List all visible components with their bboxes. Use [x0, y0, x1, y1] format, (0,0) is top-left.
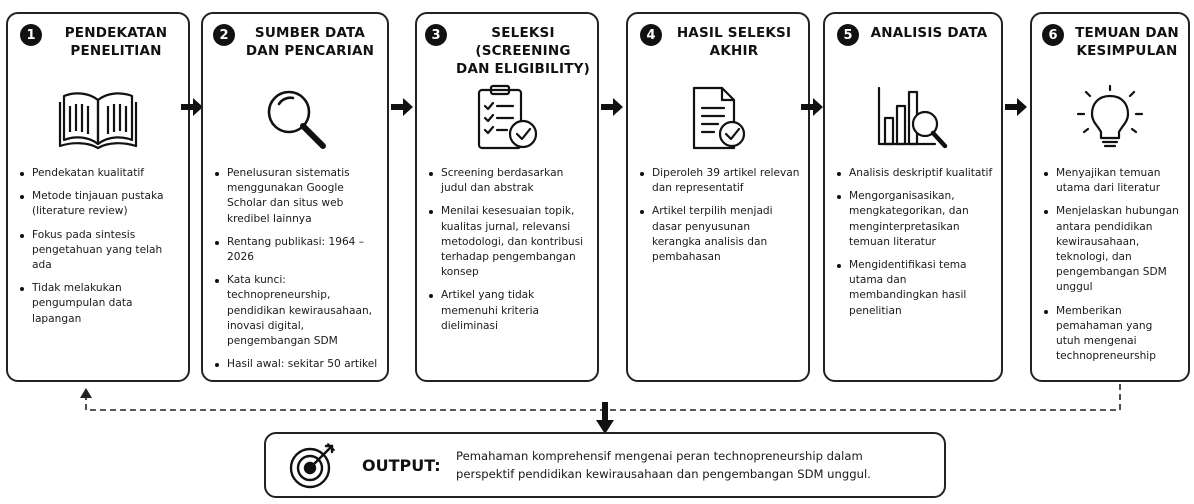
step-card-5: 5 ANALISIS DATA Analisis deskriptif kual…: [823, 12, 1003, 382]
output-label: OUTPUT:: [362, 456, 441, 475]
chart-magnifier-icon: [877, 86, 948, 149]
step-item-list: Penelusuran sistematis menggunakan Googl…: [215, 166, 379, 380]
step-card-3: 3 SELEKSI (SCREENING DAN ELIGIBILITY) Sc…: [415, 12, 599, 382]
step-title: PENDEKATAN PENELITIAN: [46, 24, 186, 60]
step-item-list: Screening berdasarkan judul dan abstrak …: [429, 166, 589, 342]
step-title: ANALISIS DATA: [861, 24, 997, 42]
step-number-badge: 3: [425, 24, 447, 46]
step-title-line2: KESIMPULAN: [1076, 43, 1178, 59]
step-number-badge: 4: [640, 24, 662, 46]
list-item: Screening berdasarkan judul dan abstrak: [429, 166, 589, 196]
step-item-list: Diperoleh 39 artikel relevan dan represe…: [640, 166, 800, 273]
step-title: TEMUAN DAN KESIMPULAN: [1066, 24, 1188, 60]
step-card-1: 1 PENDEKATAN PENELITIAN Pendekatan kuali…: [6, 12, 190, 382]
output-box: OUTPUT: Pemahaman komprehensif mengenai …: [264, 432, 946, 498]
output-text-line2: perspektif pendidikan kewirausahaan dan …: [456, 467, 871, 481]
lightbulb-icon: [1076, 84, 1144, 148]
step-title-line1: SUMBER DATA: [254, 25, 366, 41]
list-item: Kata kunci: technopreneurship, pendidika…: [215, 273, 379, 349]
step-title-line2: DAN PENCARIAN: [245, 43, 375, 59]
arrow-right-icon: [391, 98, 413, 116]
output-text: Pemahaman komprehensif mengenai peran te…: [456, 447, 928, 483]
step-header: 4 HASIL SELEKSI AKHIR: [628, 24, 808, 80]
checklist-icon: [477, 84, 538, 150]
output-text-line1: Pemahaman komprehensif mengenai peran te…: [456, 449, 863, 463]
arrow-right-icon: [181, 98, 203, 116]
step-item-list: Analisis deskriptif kualitatif Mengorgan…: [837, 166, 993, 327]
step-header: 2 SUMBER DATA DAN PENCARIAN: [203, 24, 387, 80]
list-item: Menilai kesesuaian topik, kualitas jurna…: [429, 204, 589, 280]
step-title-line1: ANALISIS DATA: [870, 25, 988, 41]
list-item: Diperoleh 39 artikel relevan dan represe…: [640, 166, 800, 196]
step-number-badge: 2: [213, 24, 235, 46]
arrow-right-icon: [601, 98, 623, 116]
list-item: Pendekatan kualitatif: [20, 166, 180, 181]
list-item: Penelusuran sistematis menggunakan Googl…: [215, 166, 379, 227]
step-number-badge: 5: [837, 24, 859, 46]
list-item: Mengidentifikasi tema utama dan membandi…: [837, 258, 993, 319]
step-title-line1: TEMUAN DAN: [1075, 25, 1179, 41]
step-title-line1: HASIL SELEKSI: [676, 25, 792, 41]
list-item: Mengorganisasikan, mengkategorikan, dan …: [837, 189, 993, 250]
list-item: Tidak melakukan pengumpulan data lapanga…: [20, 281, 180, 327]
arrow-right-icon: [1005, 98, 1027, 116]
step-title-line2: DAN ELIGIBILITY): [456, 61, 590, 77]
magnifier-icon: [267, 90, 326, 149]
step-card-2: 2 SUMBER DATA DAN PENCARIAN Penelusuran …: [201, 12, 389, 382]
document-check-icon: [692, 86, 746, 150]
step-number-badge: 6: [1042, 24, 1064, 46]
list-item: Menjelaskan hubungan antara pendidikan k…: [1044, 204, 1180, 295]
list-item: Artikel terpilih menjadi dasar penyusuna…: [640, 204, 800, 265]
list-item: Menyajikan temuan utama dari literatur: [1044, 166, 1180, 196]
target-icon: [289, 443, 335, 489]
step-header: 3 SELEKSI (SCREENING DAN ELIGIBILITY): [417, 24, 597, 80]
list-item: Analisis deskriptif kualitatif: [837, 166, 993, 181]
step-title-line1: PENDEKATAN: [64, 25, 168, 41]
step-item-list: Pendekatan kualitatif Metode tinjauan pu…: [20, 166, 180, 335]
step-title: SUMBER DATA DAN PENCARIAN: [239, 24, 381, 60]
step-item-list: Menyajikan temuan utama dari literatur M…: [1044, 166, 1180, 372]
step-title-line2: AKHIR: [709, 43, 759, 59]
step-header: 1 PENDEKATAN PENELITIAN: [8, 24, 188, 80]
step-title: SELEKSI (SCREENING DAN ELIGIBILITY): [449, 24, 597, 78]
list-item: Hasil awal: sekitar 50 artikel: [215, 357, 379, 372]
step-header: 6 TEMUAN DAN KESIMPULAN: [1032, 24, 1188, 80]
step-number-badge: 1: [20, 24, 42, 46]
step-title: HASIL SELEKSI AKHIR: [664, 24, 804, 60]
step-header: 5 ANALISIS DATA: [825, 24, 1001, 80]
list-item: Artikel yang tidak memenuhi kriteria die…: [429, 288, 589, 334]
book-icon: [58, 92, 138, 150]
arrow-right-icon: [801, 98, 823, 116]
list-item: Metode tinjauan pustaka (literature revi…: [20, 189, 180, 219]
list-item: Rentang publikasi: 1964 – 2026: [215, 235, 379, 265]
list-item: Memberikan pemahaman yang utuh mengenai …: [1044, 304, 1180, 365]
step-card-4: 4 HASIL SELEKSI AKHIR Diperoleh 39 artik…: [626, 12, 810, 382]
step-title-line1: SELEKSI (SCREENING: [475, 25, 571, 59]
feedback-connector: [80, 384, 1121, 434]
list-item: Fokus pada sintesis pengetahuan yang tel…: [20, 228, 180, 274]
step-title-line2: PENELITIAN: [70, 43, 162, 59]
step-card-6: 6 TEMUAN DAN KESIMPULAN Menyajikan temua…: [1030, 12, 1190, 382]
